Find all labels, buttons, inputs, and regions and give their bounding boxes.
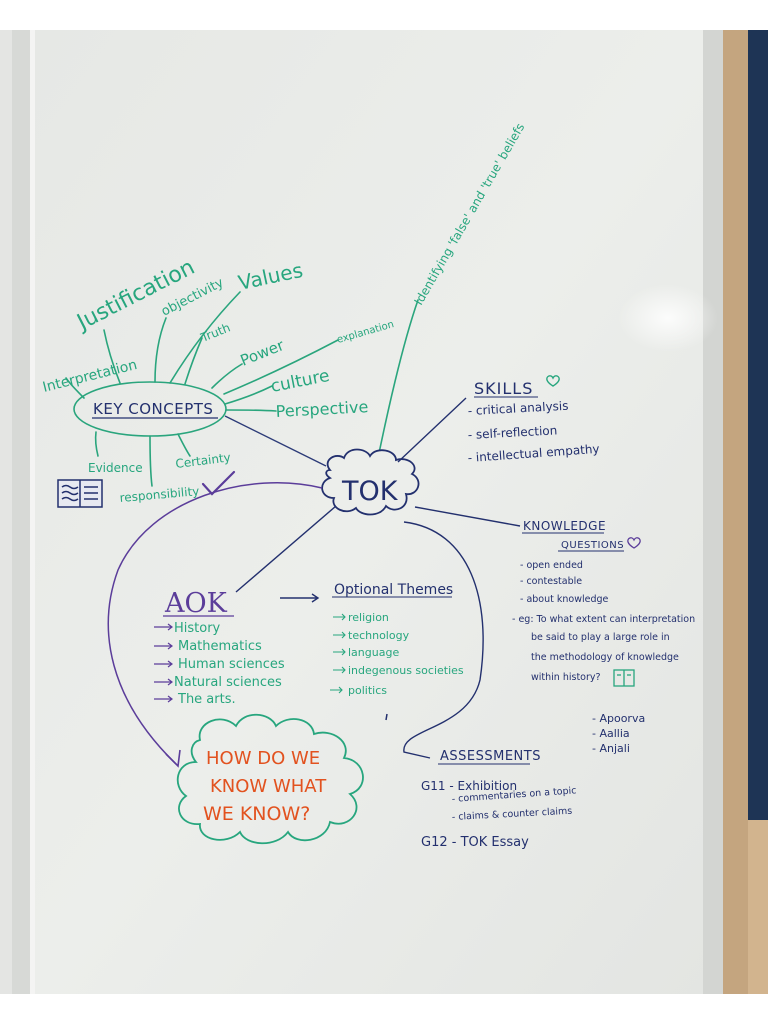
wall-left	[0, 30, 12, 994]
blue-wall-edge	[748, 30, 768, 820]
branch-responsibility	[149, 435, 153, 487]
theme-item-4: politics	[348, 684, 387, 697]
theme-item-1: technology	[348, 629, 410, 642]
skill-item-1: - self-reflection	[467, 423, 557, 442]
knowledge-title-line2: QUESTIONS	[561, 540, 624, 551]
branch-explanation	[223, 339, 339, 395]
knowledge-example-1: be said to play a large role in	[531, 632, 670, 643]
theme-item-2: language	[348, 646, 399, 659]
tok-to-question-arrow	[107, 482, 323, 765]
branch-justification	[103, 329, 121, 384]
tok-label: TOK	[341, 476, 399, 507]
aok-to-themes-arrow	[280, 593, 320, 603]
assessment-g11: G11 - Exhibition	[421, 779, 517, 793]
checkmark-icon	[201, 470, 236, 496]
identifying-branch	[377, 299, 419, 459]
tok-connectors	[235, 397, 521, 759]
tok-to-skills	[397, 397, 467, 463]
board-left-frame-highlight	[30, 30, 35, 994]
branch-truth	[184, 337, 203, 385]
name-2: - Anjali	[592, 742, 630, 755]
branch-power	[211, 363, 243, 389]
optional-themes-title: Optional Themes	[334, 582, 453, 598]
tok-to-aok	[235, 505, 337, 593]
board-right-frame	[703, 30, 723, 994]
themes-arrows	[330, 613, 346, 694]
bottom-white-margin	[0, 994, 768, 1024]
label-perspective: Perspective	[275, 397, 369, 421]
aok-arrows	[154, 623, 173, 703]
label-evidence: Evidence	[88, 461, 143, 475]
branch-certainty	[177, 433, 191, 457]
assessments-title: ASSESSMENTS	[440, 749, 541, 764]
wood-lower-edge	[748, 820, 768, 994]
tok-to-question-arrowhead	[165, 749, 181, 768]
light-glare	[618, 284, 718, 352]
knowledge-heart-icon	[627, 537, 641, 549]
top-white-margin	[0, 0, 768, 30]
tok-cloud	[321, 448, 420, 516]
skill-item-0: - critical analysis	[467, 399, 568, 418]
aok-item-2: Human sciences	[178, 657, 285, 672]
assessment-g12: G12 - TOK Essay	[421, 835, 529, 850]
small-book-icon	[613, 669, 635, 687]
knowledge-title-line1: KNOWLEDGE	[523, 519, 606, 533]
tok-to-knowledge-questions	[414, 506, 521, 527]
tok-to-assessments-curve	[403, 521, 484, 759]
knowledge-item-0: - open ended	[520, 560, 583, 571]
aok-item-4: The arts.	[177, 692, 236, 707]
stray-mark	[385, 713, 388, 721]
question-line-3: WE KNOW?	[203, 803, 310, 825]
aok-title: AOK	[164, 588, 228, 619]
branch-culture	[224, 385, 273, 405]
aok-item-0: History	[174, 621, 221, 636]
question-line-1: HOW DO WE	[206, 748, 320, 769]
branch-interpretation	[65, 377, 85, 399]
question-cloud	[176, 713, 364, 845]
name-1: - Aallia	[592, 727, 630, 740]
aok-item-1: Mathematics	[178, 639, 262, 654]
label-responsibility: responsibility	[119, 484, 200, 505]
board-left-frame	[12, 30, 34, 994]
theme-item-0: religion	[348, 611, 389, 624]
aok-item-3: Natural sciences	[174, 675, 282, 690]
knowledge-example-2: the methodology of knowledge	[531, 652, 679, 663]
wood-edge	[723, 30, 748, 994]
key-concepts-to-tok	[224, 415, 327, 467]
label-certainty: Certainty	[175, 450, 232, 471]
knowledge-item-1: - contestable	[520, 576, 582, 587]
key-concepts-cluster	[65, 291, 419, 487]
knowledge-example-3: within history?	[531, 672, 601, 683]
name-0: - Apoorva	[592, 712, 645, 725]
branch-objectivity	[154, 317, 167, 383]
branch-values	[169, 291, 241, 384]
skills-title: SKILLS	[474, 379, 533, 398]
open-book-icon	[57, 479, 103, 508]
knowledge-item-2: - about knowledge	[520, 594, 609, 605]
theme-item-3: indegenous societies	[348, 664, 464, 677]
key-concepts-title: KEY CONCEPTS	[93, 400, 213, 418]
heart-icon	[546, 375, 560, 387]
branch-evidence	[94, 431, 99, 457]
knowledge-example-0: - eg: To what extent can interpretation	[512, 614, 695, 625]
question-line-2: KNOW WHAT	[210, 776, 327, 797]
branch-perspective	[225, 409, 277, 412]
